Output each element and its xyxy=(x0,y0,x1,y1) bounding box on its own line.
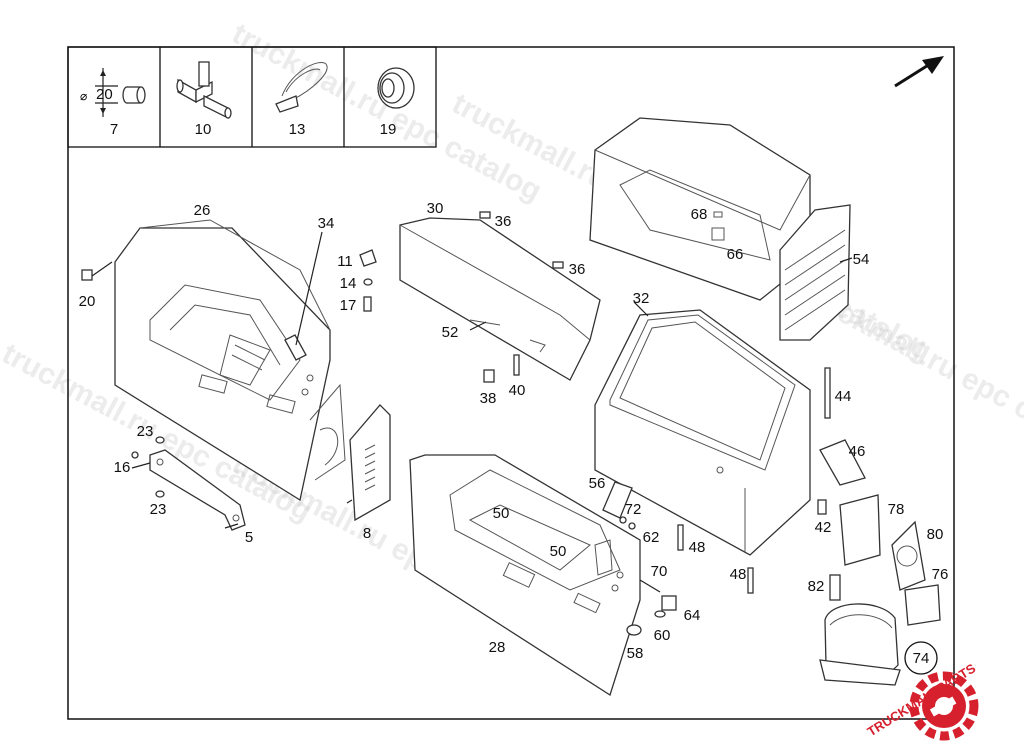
callout-44: 44 xyxy=(835,388,852,405)
callout-70: 70 xyxy=(651,563,668,580)
leader-lines xyxy=(91,231,853,529)
callout-58: 58 xyxy=(627,645,644,662)
callout-34: 34 xyxy=(318,215,335,232)
o-ring-dimension: 20 xyxy=(96,86,113,103)
part-62 xyxy=(628,522,636,530)
part-42 xyxy=(817,499,827,515)
callout-5: 5 xyxy=(245,529,253,546)
callout-40: 40 xyxy=(509,382,526,399)
legend-label-13: 13 xyxy=(289,121,306,138)
part-60 xyxy=(654,610,666,618)
diameter-symbol: ⌀ xyxy=(80,89,87,103)
washer-14 xyxy=(363,278,373,286)
part-46 xyxy=(819,439,866,486)
callout-11: 11 xyxy=(337,253,353,270)
callout-82: 82 xyxy=(808,578,825,595)
callout-labels: 26 34 30 36 36 11 14 17 20 52 38 40 68 6… xyxy=(79,200,949,667)
callout-36: 36 xyxy=(495,213,512,230)
callout-30: 30 xyxy=(427,200,444,217)
callout-26: 26 xyxy=(194,202,211,219)
nut-16 xyxy=(131,451,139,459)
callout-38: 38 xyxy=(480,390,497,407)
part-82 xyxy=(829,574,841,601)
callout-52: 52 xyxy=(442,324,459,341)
part-lower-front-panel-28 xyxy=(409,454,641,697)
part-grille-54 xyxy=(779,204,851,341)
callout-50a: 50 xyxy=(493,505,510,522)
fasteners xyxy=(81,249,377,498)
part-76 xyxy=(904,584,941,626)
part-40 xyxy=(513,354,520,376)
gear-icon xyxy=(909,671,979,741)
callout-32: 32 xyxy=(633,290,650,307)
clip-11 xyxy=(359,249,377,267)
callout-62: 62 xyxy=(643,529,660,546)
callout-50b: 50 xyxy=(550,543,567,560)
fitting-icon xyxy=(176,61,232,120)
part-front-cover-26 xyxy=(114,219,346,502)
callout-23: 23 xyxy=(137,423,154,440)
clip-36a xyxy=(479,211,491,219)
washer-23b xyxy=(155,490,165,498)
part-48b xyxy=(747,567,754,594)
legend-label-10: 10 xyxy=(195,121,212,138)
callout-28: 28 xyxy=(489,639,506,656)
diagram-frame xyxy=(67,46,955,720)
callout-74: 74 xyxy=(913,650,930,667)
callout-54: 54 xyxy=(853,251,870,268)
part-upper-shelf-30 xyxy=(399,217,601,381)
o-ring-icon: ⌀ 20 xyxy=(80,68,146,117)
callout-56: 56 xyxy=(589,475,606,492)
callout-80: 80 xyxy=(927,526,944,543)
part-78 xyxy=(839,494,881,566)
part-44 xyxy=(824,367,831,419)
callout-60: 60 xyxy=(654,627,671,644)
callout-48a: 48 xyxy=(689,539,706,556)
part-main-body-32 xyxy=(594,309,811,556)
callout-36b: 36 xyxy=(569,261,586,278)
part-72 xyxy=(619,516,627,524)
callout-8: 8 xyxy=(363,525,371,542)
washer-23 xyxy=(155,436,165,444)
callout-circle-74 xyxy=(904,641,938,675)
callout-42: 42 xyxy=(815,519,832,536)
direction-arrow-icon xyxy=(894,56,944,88)
part-bracket-5 xyxy=(149,449,246,531)
callout-76: 76 xyxy=(932,566,949,583)
callout-16: 16 xyxy=(114,459,131,476)
callout-64: 64 xyxy=(684,607,701,624)
grommet-icon xyxy=(377,67,415,109)
legend-box: ⌀ 20 7 10 13 xyxy=(67,46,437,148)
callout-23b: 23 xyxy=(150,501,167,518)
bolt-20 xyxy=(81,269,93,281)
callout-48b: 48 xyxy=(730,566,747,583)
callout-20: 20 xyxy=(79,293,96,310)
part-38 xyxy=(483,369,495,383)
callout-78: 78 xyxy=(888,501,905,518)
part-56 xyxy=(602,481,633,519)
part-80 xyxy=(891,520,926,591)
callout-17: 17 xyxy=(340,297,357,314)
screw-17 xyxy=(363,296,372,312)
legend-label-7: 7 xyxy=(110,121,118,138)
callout-66: 66 xyxy=(727,246,744,263)
part-side-panel-8 xyxy=(349,404,391,522)
cable-tie-icon xyxy=(275,62,328,113)
part-48a xyxy=(677,524,684,551)
legend-label-19: 19 xyxy=(380,121,397,138)
callout-68: 68 xyxy=(691,206,708,223)
part-64 xyxy=(661,595,677,611)
part-compressor-74 xyxy=(819,603,901,686)
callout-46: 46 xyxy=(849,443,866,460)
callout-14: 14 xyxy=(340,275,357,292)
callout-72: 72 xyxy=(625,501,642,518)
clip-36b xyxy=(552,261,564,269)
part-70 xyxy=(639,579,661,593)
part-58 xyxy=(626,624,642,636)
part-hose-34 xyxy=(284,334,307,361)
